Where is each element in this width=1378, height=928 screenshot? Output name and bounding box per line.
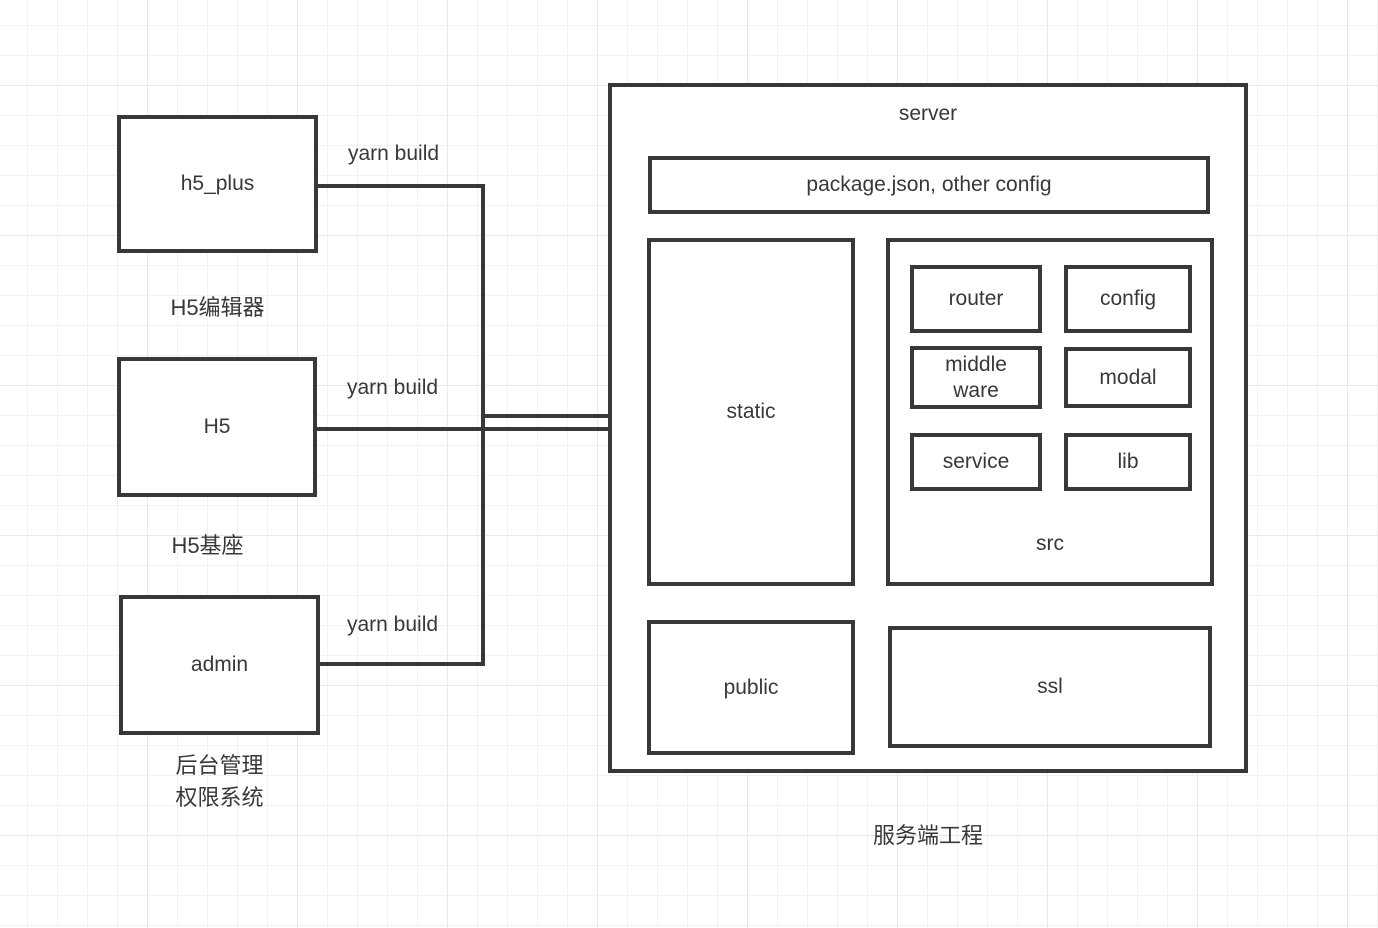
admin-edge-label: yarn build: [347, 613, 439, 636]
public-box: public: [647, 620, 855, 755]
admin-caption: 后台管理 权限系统: [175, 753, 264, 810]
h5-edge-label: yarn build: [347, 376, 439, 399]
middleware-label: middle ware: [945, 352, 1007, 402]
public-label: public: [723, 675, 779, 699]
lib-box: lib: [1064, 433, 1192, 491]
static-box: static: [647, 238, 855, 586]
modal-label: modal: [1099, 365, 1157, 389]
h5-caption: H5基座: [171, 533, 244, 558]
h5-plus-box: h5_plus: [117, 115, 318, 253]
lib-label: lib: [1117, 450, 1139, 473]
h5-plus-edge-label: yarn build: [348, 142, 440, 165]
h5-plus-connector-line: [318, 184, 485, 666]
package-json-config-label: package.json, other config: [806, 173, 1052, 196]
h5-box: H5: [117, 357, 317, 497]
ssl-box: ssl: [888, 626, 1212, 748]
admin-box: admin: [119, 595, 320, 735]
admin-label: admin: [190, 653, 249, 676]
modal-box: modal: [1064, 347, 1192, 408]
router-label: router: [948, 287, 1004, 310]
config-label: config: [1099, 287, 1157, 310]
service-label: service: [942, 450, 1010, 473]
package-json-config-bar: package.json, other config: [648, 156, 1210, 214]
router-box: router: [910, 265, 1042, 333]
server-title: server: [898, 102, 958, 125]
h5-plus-caption: H5编辑器: [170, 295, 265, 320]
config-box: config: [1064, 265, 1192, 333]
h5-label: H5: [203, 415, 231, 438]
server-caption: 服务端工程: [872, 823, 983, 848]
service-box: service: [910, 433, 1042, 491]
static-label: static: [726, 400, 776, 423]
h5-plus-label: h5_plus: [180, 172, 255, 195]
middleware-box: middle ware: [910, 346, 1042, 409]
src-label: src: [1036, 532, 1064, 555]
ssl-label: ssl: [1037, 675, 1063, 698]
